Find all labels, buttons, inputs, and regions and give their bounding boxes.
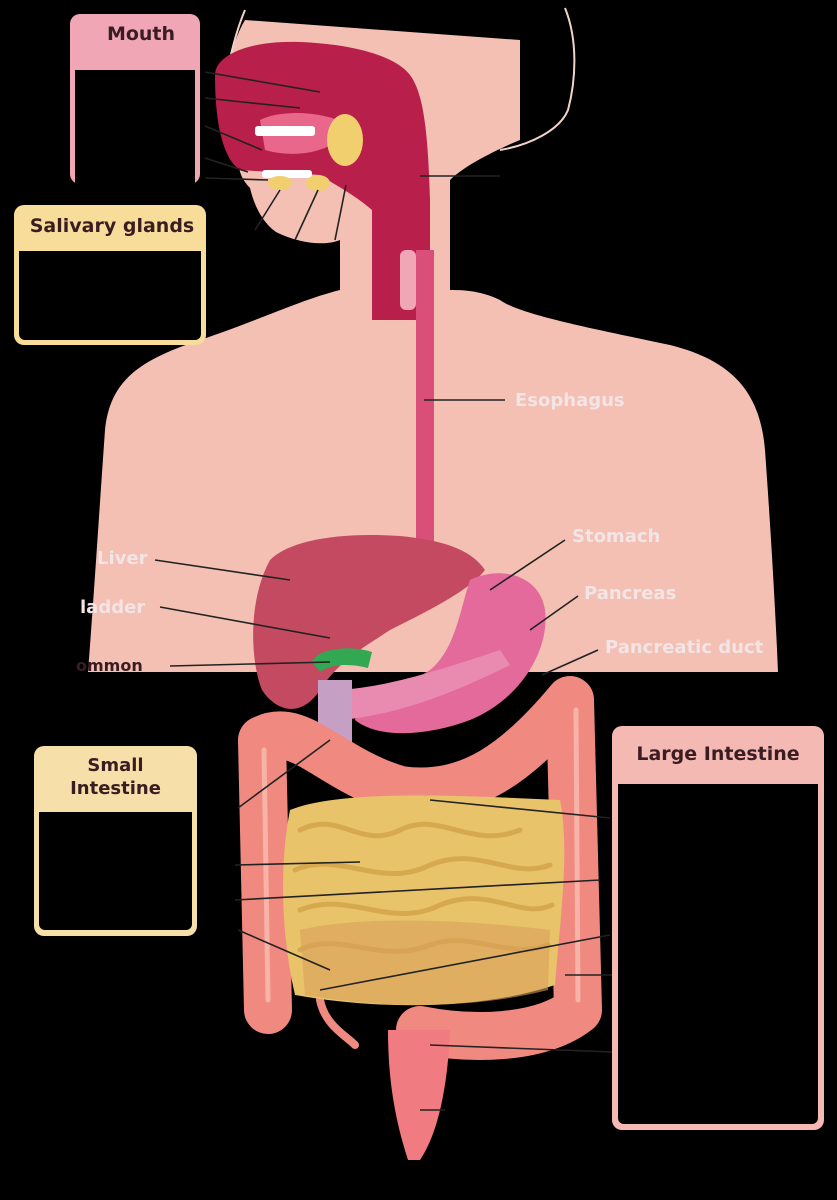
- pancreatic-duct-label: Pancreatic duct: [605, 637, 764, 658]
- large-intestine-box: Large Intestine: [612, 726, 824, 1130]
- esophagus-label: Esophagus: [515, 390, 625, 411]
- salivary-gland: [327, 114, 363, 166]
- leader-line: [234, 861, 361, 866]
- leader-line: [204, 177, 269, 181]
- large-intestine-highlight: [261, 707, 581, 1003]
- leader-line: [429, 799, 611, 819]
- leader-line: [319, 934, 611, 991]
- common-bile-duct-label: ommon: [76, 656, 143, 675]
- leader-line: [159, 606, 331, 639]
- salivary-glands-answer-area[interactable]: [19, 251, 201, 340]
- small-intestine-title-line2: Intestine: [70, 778, 161, 799]
- rectum: [388, 1030, 450, 1160]
- leader-line: [204, 71, 321, 93]
- back-of-head-outline: [499, 7, 576, 151]
- leader-line: [237, 739, 331, 809]
- small-intestine-box-title: Small Intestine: [34, 746, 197, 808]
- appendix: [316, 996, 359, 1049]
- salivary-glands-box: Salivary glands: [14, 205, 206, 345]
- leader-line: [234, 879, 601, 901]
- large-intestine: [238, 676, 602, 1060]
- stomach-label: Stomach: [572, 526, 661, 547]
- trachea: [400, 250, 416, 310]
- liver: [253, 535, 485, 709]
- liver-label: Liver: [97, 548, 148, 569]
- esophagus: [416, 250, 434, 560]
- mouth-box: Mouth: [70, 14, 200, 192]
- leader-line: [489, 539, 566, 591]
- small-intestine-lower: [300, 920, 550, 1005]
- small-intestine-coils: [292, 821, 555, 954]
- leader-line: [204, 97, 301, 109]
- leader-line: [529, 595, 579, 631]
- leader-line: [334, 184, 347, 241]
- mouth-cavity: [215, 41, 430, 320]
- pancreas: [330, 650, 510, 720]
- gallbladder: [312, 648, 372, 672]
- leader-line: [237, 929, 331, 971]
- lower-teeth: [262, 170, 312, 178]
- pancreas-label: Pancreas: [584, 583, 677, 604]
- large-intestine-answer-area[interactable]: [618, 784, 818, 1124]
- small-intestine-answer-area[interactable]: [39, 812, 192, 930]
- upper-teeth: [255, 126, 315, 136]
- gallbladder-label: ladder: [80, 597, 146, 618]
- leader-line: [204, 125, 263, 151]
- mouth-box-title: Mouth: [106, 22, 176, 45]
- large-intestine-box-title: Large Intestine: [636, 742, 800, 765]
- leader-line: [541, 649, 599, 676]
- leader-line: [429, 1044, 613, 1053]
- leader-line: [169, 661, 331, 667]
- mouth-answer-area[interactable]: [75, 70, 195, 192]
- salivary-gland: [306, 175, 330, 191]
- leader-line: [204, 157, 249, 173]
- leader-line: [154, 559, 291, 581]
- salivary-gland: [268, 176, 292, 190]
- small-intestine-box: Small Intestine: [34, 746, 197, 936]
- leader-line: [294, 189, 319, 241]
- leader-line: [254, 189, 281, 231]
- salivary-glands-box-title: Salivary glands: [29, 214, 195, 237]
- leader-lines: [154, 71, 613, 1111]
- small-intestine-title-line1: Small: [87, 755, 144, 776]
